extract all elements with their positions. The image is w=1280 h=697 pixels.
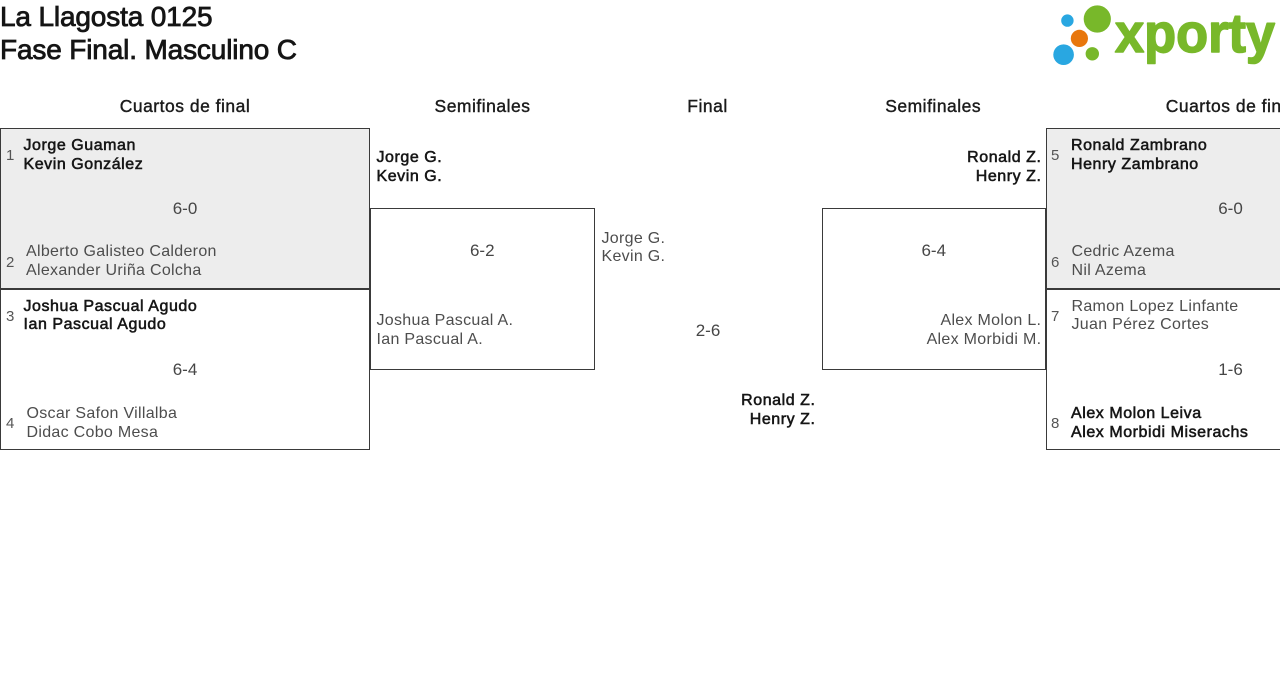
- svg-text:xporty: xporty: [1115, 3, 1275, 64]
